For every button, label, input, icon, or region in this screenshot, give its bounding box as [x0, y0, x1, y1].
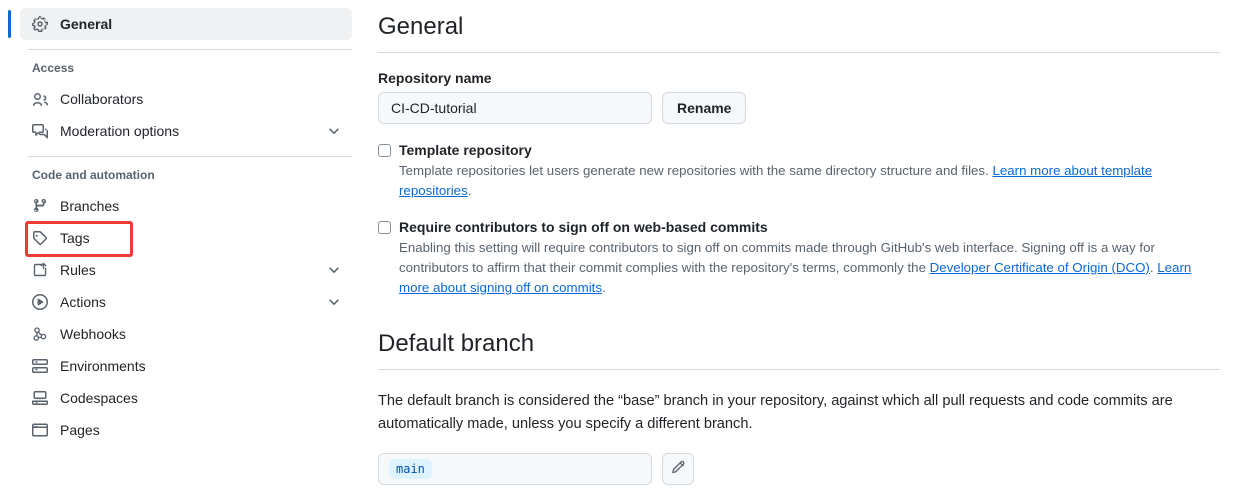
template-repository-description-text: Template repositories let users generate… [399, 163, 993, 178]
tag-icon [32, 230, 48, 246]
sidebar-group-title-access: Access [32, 61, 75, 75]
repository-name-label: Repository name [378, 70, 492, 86]
rename-button[interactable]: Rename [662, 92, 747, 124]
webhook-icon [32, 326, 48, 342]
codespaces-icon [32, 390, 48, 406]
default-branch-heading: Default branch [378, 329, 1220, 370]
sidebar-item-webhooks[interactable]: Webhooks [20, 318, 352, 350]
sidebar-divider-1 [28, 49, 352, 50]
signoff-checkbox[interactable] [378, 221, 391, 234]
dco-link[interactable]: Developer Certificate of Origin (DCO) [929, 260, 1150, 275]
template-repository-description: Template repositories let users generate… [399, 161, 1220, 201]
chevron-down-icon[interactable] [326, 123, 342, 139]
sidebar-item-general[interactable]: General [8, 8, 352, 40]
sidebar-item-branches[interactable]: Branches [20, 190, 352, 222]
sidebar-item-webhooks-label: Webhooks [60, 326, 126, 342]
active-indicator [8, 10, 11, 38]
sidebar-item-moderation-options[interactable]: Moderation options [20, 115, 352, 147]
sidebar-item-environments[interactable]: Environments [20, 350, 352, 382]
edit-default-branch-button[interactable] [662, 453, 694, 485]
sidebar-item-tags[interactable]: Tags [20, 222, 352, 254]
sidebar-item-rules[interactable]: Rules [20, 254, 352, 286]
default-branch-row: main [378, 453, 1220, 485]
signoff-learn-more-link[interactable]: Learn more about signing off on commits [399, 260, 1192, 295]
sidebar-group-title-code-and-automation: Code and automation [32, 168, 155, 182]
default-branch-display[interactable]: main [378, 453, 652, 485]
signoff-label[interactable]: Require contributors to sign off on web-… [399, 219, 768, 235]
comment-discussion-icon [32, 123, 48, 139]
chevron-down-icon[interactable] [326, 294, 342, 310]
default-branch-description: The default branch is considered the “ba… [378, 393, 1173, 432]
template-repository-setting: Template repository Template repositorie… [378, 141, 1220, 201]
pencil-icon [670, 460, 686, 479]
sidebar-item-codespaces[interactable]: Codespaces [20, 382, 352, 414]
settings-sidebar: General Access Collaborators Moderation … [0, 0, 360, 498]
chevron-down-icon[interactable] [326, 262, 342, 278]
page-title: General [378, 12, 1220, 53]
signoff-description-text-1: Enabling this setting will require contr… [399, 240, 1155, 275]
browser-icon [32, 422, 48, 438]
repository-name-row: Rename [378, 92, 1220, 124]
signoff-setting: Require contributors to sign off on web-… [378, 218, 1220, 298]
sidebar-item-pages-label: Pages [60, 422, 100, 438]
sidebar-item-pages[interactable]: Pages [20, 414, 352, 446]
signoff-description: Enabling this setting will require contr… [399, 238, 1220, 298]
template-repository-checkbox[interactable] [378, 144, 391, 157]
signoff-description-text-3: . [602, 280, 606, 295]
template-repositories-learn-more-link[interactable]: Learn more about template repositories [399, 163, 1153, 198]
people-icon [32, 91, 48, 107]
sidebar-item-actions[interactable]: Actions [20, 286, 352, 318]
sidebar-item-rules-label: Rules [60, 262, 96, 278]
signoff-description-text-2: . [1149, 260, 1158, 275]
sidebar-item-environments-label: Environments [60, 358, 146, 374]
sidebar-item-branches-label: Branches [60, 198, 120, 214]
settings-main-content: General Repository name Rename Template … [360, 0, 1244, 498]
template-repository-label[interactable]: Template repository [399, 142, 532, 158]
gear-icon [32, 16, 48, 32]
template-repository-description-tail: . [467, 183, 472, 198]
server-icon [32, 358, 48, 374]
sidebar-item-general-label: General [60, 16, 113, 32]
sidebar-item-actions-label: Actions [60, 294, 106, 310]
play-icon [32, 294, 48, 310]
sidebar-item-collaborators-label: Collaborators [60, 91, 144, 107]
sidebar-divider-2 [28, 156, 352, 157]
sidebar-item-moderation-options-label: Moderation options [60, 123, 180, 139]
sidebar-item-collaborators[interactable]: Collaborators [20, 83, 352, 115]
sidebar-item-codespaces-label: Codespaces [60, 390, 138, 406]
git-branch-icon [32, 198, 48, 214]
sidebar-item-tags-label: Tags [60, 230, 90, 246]
repository-name-input[interactable] [378, 92, 652, 124]
default-branch-name: main [389, 459, 432, 479]
rules-icon [32, 262, 48, 278]
